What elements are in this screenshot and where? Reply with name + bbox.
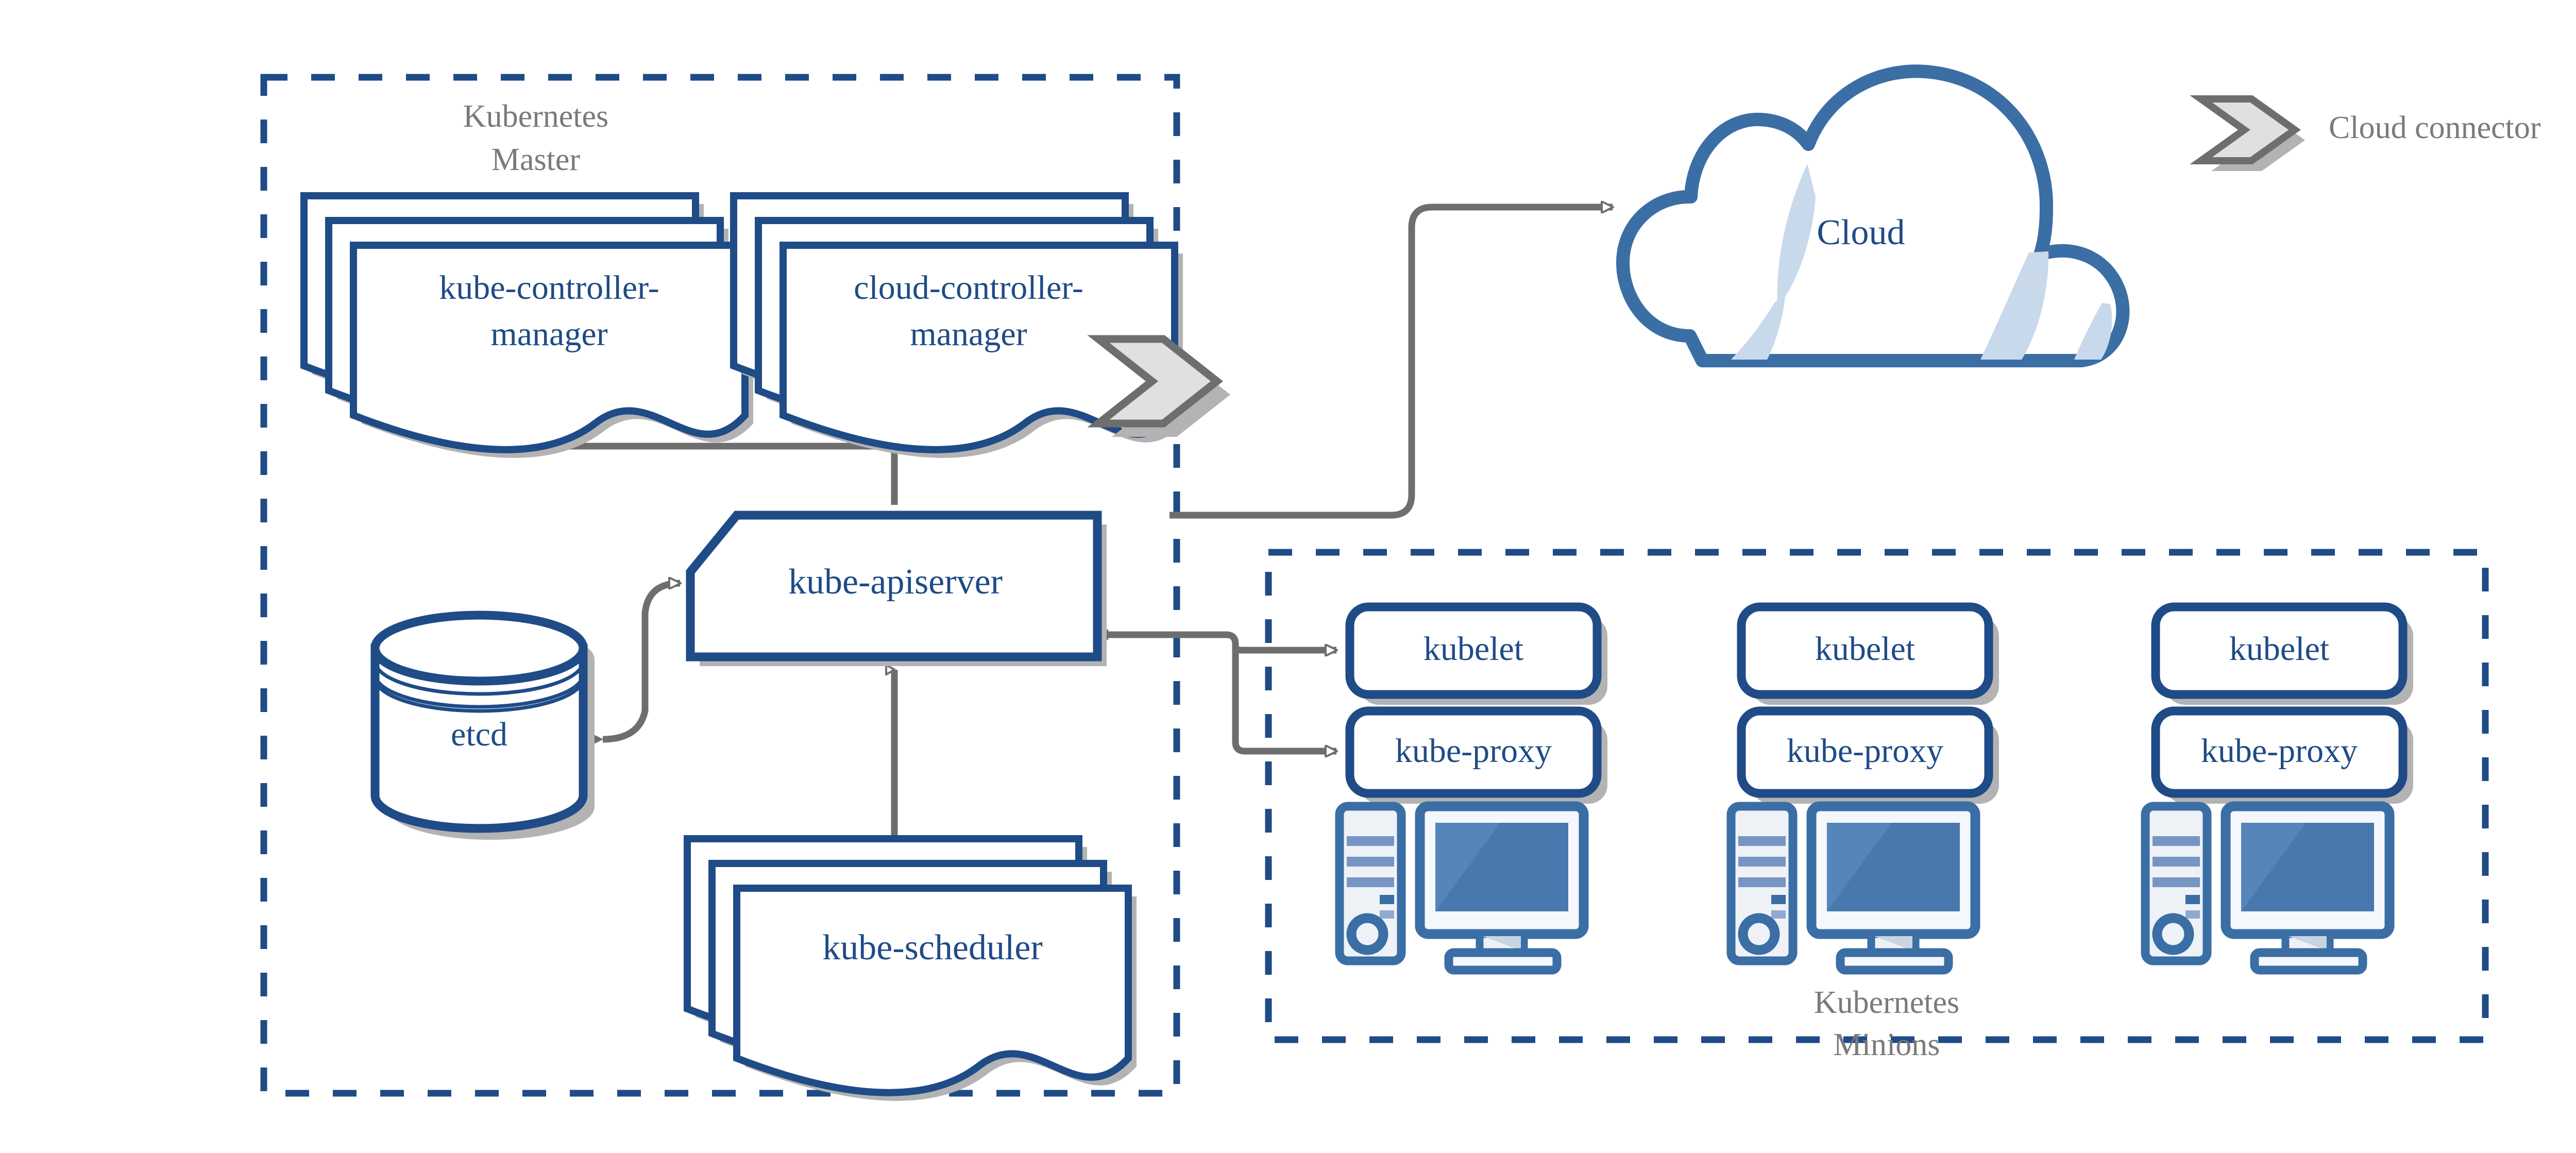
cloud-label: Cloud bbox=[1817, 213, 1905, 252]
node-kube-controller-manager[interactable]: kube-controller- manager bbox=[304, 196, 753, 458]
legend-cloud-connector-label: Cloud connector bbox=[2329, 110, 2541, 145]
etcd-label: etcd bbox=[451, 716, 507, 753]
minion-3-kube-proxy-box[interactable]: kube-proxy bbox=[2151, 706, 2413, 804]
minion-3-computer-icon bbox=[2141, 801, 2395, 975]
kube-controller-manager-label-line1: kube-controller- bbox=[439, 269, 659, 307]
kube-controller-manager-label-line2: manager bbox=[490, 315, 607, 353]
cloud-controller-manager-label-line1: cloud-controller- bbox=[854, 269, 1083, 307]
cloud-connector-icon bbox=[1087, 335, 1230, 437]
node-kube-apiserver[interactable]: kube-apiserver bbox=[686, 511, 1107, 666]
minion-2-kube-proxy-label: kube-proxy bbox=[1787, 732, 1943, 770]
kube-apiserver-label: kube-apiserver bbox=[788, 562, 1003, 602]
etcd-body bbox=[370, 643, 588, 833]
etcd-top bbox=[370, 611, 588, 686]
connector-etcd-to-apiserver bbox=[603, 583, 680, 739]
minion-3-kubelet-shape bbox=[2151, 602, 2408, 699]
minion-3-kube-proxy-shape bbox=[2151, 706, 2408, 798]
cloud-shading bbox=[1731, 164, 2112, 360]
minion-3-kube-proxy-label: kube-proxy bbox=[2201, 732, 2358, 770]
group-kubernetes-master: Kubernetes Master bbox=[260, 74, 1180, 1097]
minion-2-computer-icon bbox=[1726, 801, 1980, 975]
minion-2-kubelet-label: kubelet bbox=[1815, 630, 1915, 668]
node-etcd[interactable]: etcd bbox=[370, 611, 595, 840]
minion-1: kubelet kube-proxy bbox=[1335, 602, 1607, 975]
node-cloud[interactable]: Cloud bbox=[1616, 64, 2130, 367]
connector-layer bbox=[508, 207, 1613, 845]
connector-apiserver-to-kubelet bbox=[1232, 649, 1336, 650]
minion-3: kubelet kube-proxy bbox=[2141, 602, 2413, 975]
kubernetes-minions-label-line2: Minions bbox=[1834, 1027, 1940, 1062]
minion-3-kubelet-box[interactable]: kubelet bbox=[2151, 602, 2413, 705]
node-cloud-controller-manager[interactable]: cloud-controller- manager bbox=[734, 196, 1183, 458]
kubernetes-minions-label: Kubernetes Minions bbox=[1814, 985, 1959, 1062]
kubernetes-master-label-line1: Kubernetes bbox=[463, 99, 608, 134]
minion-1-computer-icon bbox=[1335, 801, 1589, 975]
connector-apiserver-to-kube-proxy bbox=[1097, 631, 1336, 751]
cloud-shape bbox=[1616, 64, 2130, 367]
minion-1-kube-proxy-shape bbox=[1345, 706, 1602, 798]
minion-2-kube-proxy-box[interactable]: kube-proxy bbox=[1737, 706, 1999, 804]
minion-1-kube-proxy-box[interactable]: kube-proxy bbox=[1345, 706, 1607, 804]
minion-2-kubelet-shape bbox=[1737, 602, 1993, 699]
minion-1-kubelet-box[interactable]: kubelet bbox=[1345, 602, 1607, 705]
minion-3-kubelet-label: kubelet bbox=[2229, 630, 2329, 668]
node-kube-scheduler[interactable]: kube-scheduler bbox=[687, 839, 1137, 1101]
legend-cloud-connector-icon bbox=[2190, 95, 2301, 164]
legend-cloud-connector: Cloud connector bbox=[2190, 95, 2541, 171]
minion-1-kube-proxy-label: kube-proxy bbox=[1395, 732, 1552, 770]
kube-apiserver-shape bbox=[686, 511, 1102, 662]
minion-2-kube-proxy-shape bbox=[1737, 706, 1993, 798]
minion-1-kubelet-shape bbox=[1345, 602, 1602, 699]
minion-1-kubelet-label: kubelet bbox=[1423, 630, 1523, 668]
minion-2: kubelet kube-proxy bbox=[1726, 602, 1999, 975]
minion-2-kubelet-box[interactable]: kubelet bbox=[1737, 602, 1999, 705]
etcd-ring-2 bbox=[373, 677, 585, 713]
cloud-controller-manager-label-line2: manager bbox=[910, 315, 1027, 353]
connector-cloud-controller-manager-to-cloud bbox=[1170, 207, 1613, 519]
etcd-ring-1 bbox=[373, 660, 585, 696]
cloud-connector-icon-shape bbox=[1087, 335, 1224, 428]
kubernetes-minions-label-line1: Kubernetes bbox=[1814, 985, 1959, 1020]
kubernetes-master-label-line2: Master bbox=[492, 142, 581, 177]
etcd-ring-3 bbox=[373, 673, 585, 709]
kubernetes-master-border bbox=[260, 74, 1180, 1097]
kube-scheduler-label: kube-scheduler bbox=[822, 928, 1043, 968]
